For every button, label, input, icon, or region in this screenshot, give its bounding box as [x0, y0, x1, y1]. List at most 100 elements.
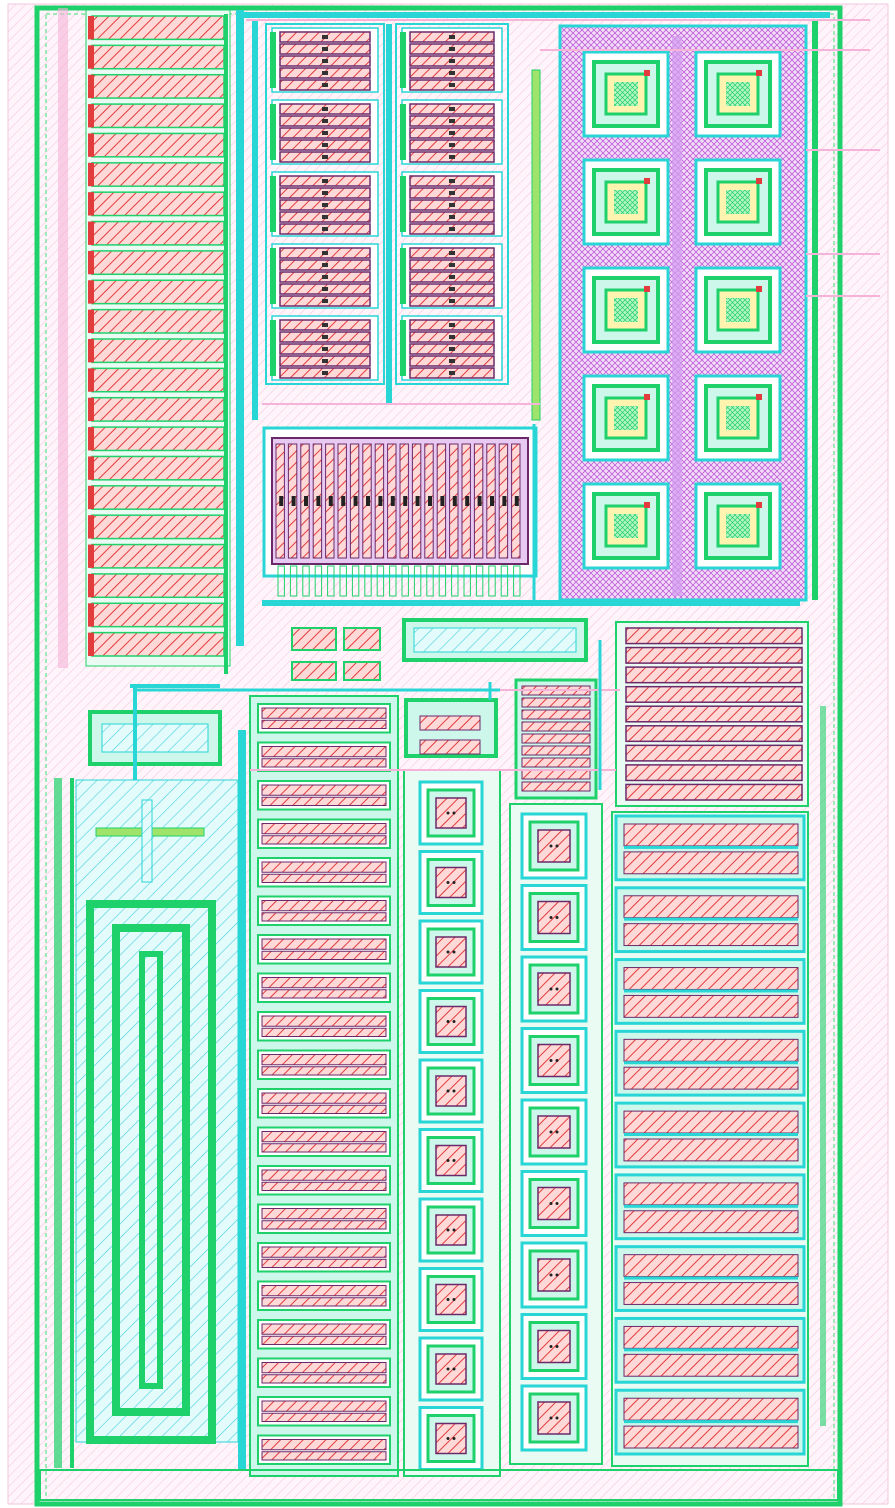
finger-contact: [291, 496, 296, 506]
right-stack-metal: [624, 1348, 798, 1352]
left-resistor-array: [85, 9, 231, 667]
resistor-end-left: [88, 250, 94, 275]
mosfet-contact: [449, 203, 455, 207]
right-top-res: [625, 646, 803, 664]
top-mosfet-array-left: [265, 23, 385, 385]
top-metal-bus: [240, 12, 830, 18]
cell-contact: [549, 1345, 553, 1348]
finger-pad: [364, 565, 372, 597]
finger-contact: [415, 496, 420, 506]
mosfet-contact: [322, 299, 328, 303]
cell-contact: [549, 1202, 553, 1205]
capacitor-left-inner: [101, 723, 209, 753]
resistor-segment: [91, 455, 225, 481]
mosfet-contact: [449, 275, 455, 279]
mosfet-contact: [322, 359, 328, 363]
finger-pad: [351, 565, 360, 597]
resistor-end-left: [88, 603, 94, 627]
mosfet-contact: [449, 227, 455, 231]
mosfet-contact: [322, 131, 328, 135]
bjt-emitter: [614, 298, 638, 322]
resistor-segment: [91, 367, 225, 393]
resistor-end-left: [88, 339, 94, 363]
resistor-end-left: [88, 544, 94, 568]
right-stack-metal: [624, 1061, 798, 1065]
lower-cells-middle: [403, 698, 501, 1477]
right-stack-res-bottom: [623, 1138, 799, 1162]
cell-contact: [549, 916, 553, 919]
capacitor-bar-top-inner: [413, 627, 577, 653]
finger-contact: [452, 496, 457, 506]
left-vertical-guard: [224, 14, 228, 674]
finger-pad: [475, 565, 484, 597]
right-stack-res-bottom: [623, 851, 799, 875]
right-stack-metal: [624, 1276, 798, 1280]
resistor-segment: [91, 15, 225, 41]
mosfet-contact: [322, 335, 328, 339]
bjt-emitter: [726, 190, 750, 214]
finger-contact: [465, 496, 470, 506]
mosfet-contact: [322, 47, 328, 51]
resistor-segment: [91, 44, 225, 70]
cell-core: [435, 1214, 467, 1246]
mosfet-left-metal: [252, 20, 258, 420]
stack-res-bottom: [261, 1143, 387, 1153]
right-stack-metal: [624, 989, 798, 993]
cell-core: [537, 900, 571, 935]
finger-contact: [490, 496, 494, 506]
stack-res-bottom: [261, 719, 387, 729]
mosfet-contact: [449, 323, 455, 327]
finger-pad: [438, 565, 447, 597]
finger-contact: [403, 496, 408, 506]
cell-contact: [549, 1059, 553, 1062]
finger-contact: [428, 496, 432, 506]
finger-contact: [477, 496, 482, 506]
stack-res-top: [261, 1362, 387, 1374]
stack-res-top: [261, 900, 387, 912]
mosfet-tap: [400, 320, 406, 376]
right-stack-res-bottom: [623, 1353, 799, 1377]
bjt-contact: [756, 70, 762, 76]
mosfet-contact: [322, 35, 328, 39]
right-stack-metal: [624, 1420, 798, 1424]
cell-contact: [452, 1159, 456, 1162]
small-block-3: [291, 661, 337, 681]
finger-pad: [401, 565, 409, 597]
cell-contact: [555, 1130, 559, 1134]
cell-contact: [446, 1159, 450, 1162]
right-stack-res-bottom: [623, 1066, 799, 1090]
bjt-contact: [644, 502, 650, 508]
finger-contact: [390, 496, 395, 506]
mosfet-contact: [322, 287, 328, 291]
stack-res-bottom: [261, 835, 387, 845]
stack-res-top: [261, 977, 387, 989]
stack-res-bottom: [261, 1258, 387, 1268]
mosfet-contact: [449, 263, 455, 267]
cell-core: [435, 1283, 467, 1316]
cell-contact: [452, 811, 456, 815]
stack-res-bottom: [261, 796, 387, 806]
cell-core: [435, 866, 467, 899]
center-finger-array: [262, 426, 538, 597]
finger-contact: [341, 496, 346, 506]
stack-res-bottom: [261, 912, 387, 922]
stack-res-bottom: [261, 873, 387, 883]
mosfet-contact: [322, 71, 328, 75]
finger-contact: [502, 496, 507, 506]
resistor-segment: [91, 132, 225, 158]
cell-contact: [549, 987, 553, 991]
resistor-segment: [91, 250, 225, 276]
mosfet-contact: [322, 371, 328, 375]
stack-rt-row: [521, 709, 591, 720]
cell-contact: [555, 844, 559, 848]
bjt-emitter: [726, 514, 750, 538]
left-vertical-metal: [236, 10, 244, 646]
mosfet-contact: [322, 323, 328, 327]
mosfet-contact: [449, 179, 455, 183]
right-top-res: [625, 725, 803, 743]
stack-res-bottom: [261, 1181, 387, 1191]
stack-res-top: [261, 1054, 387, 1066]
cell-core: [537, 1329, 571, 1364]
mosfet-contact: [449, 143, 455, 147]
mosfet-contact: [449, 107, 455, 111]
